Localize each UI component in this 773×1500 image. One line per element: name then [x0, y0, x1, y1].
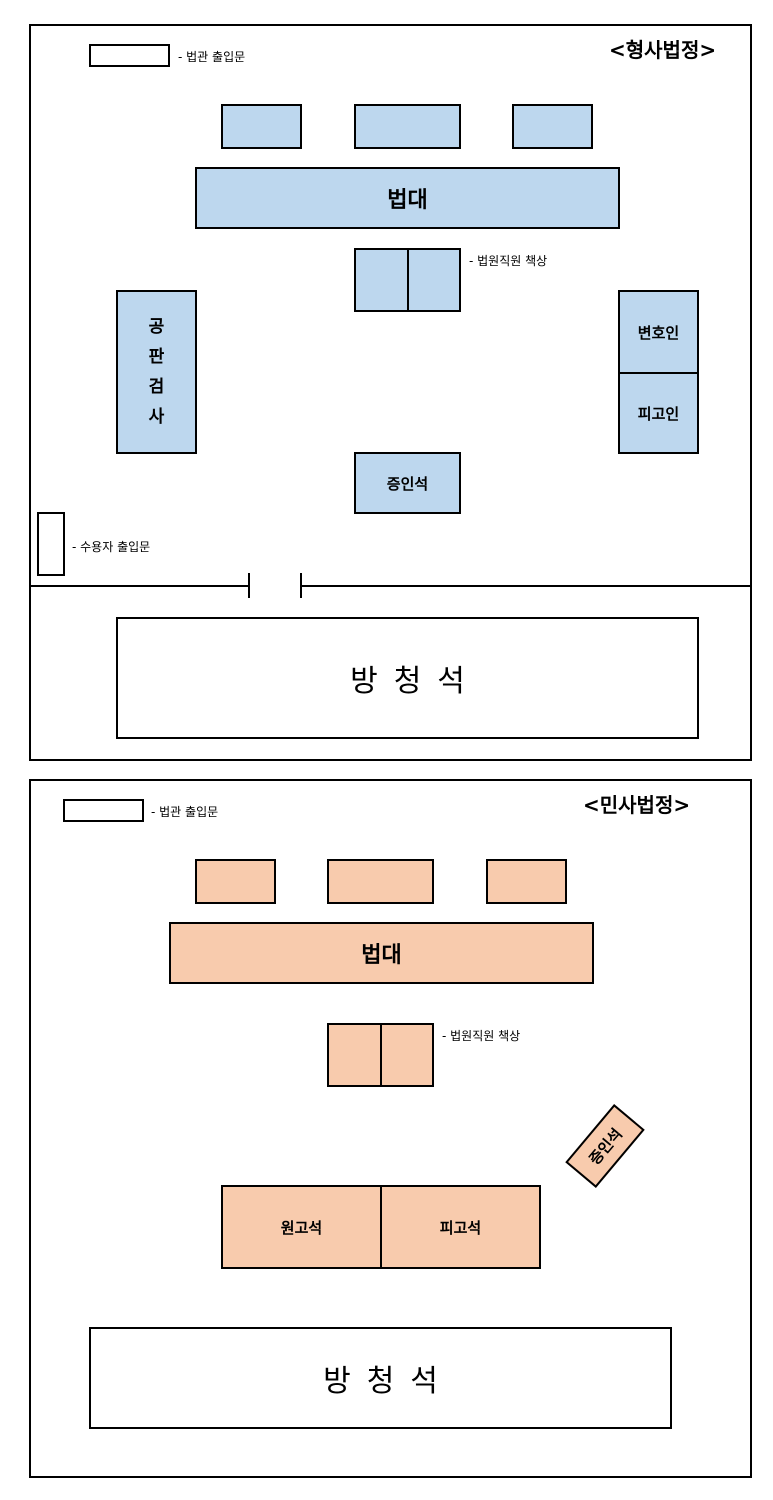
- judge-seat-center: [354, 104, 461, 149]
- judge-door-note: - 법관 출입문: [151, 805, 219, 819]
- prosecutor-char: 공: [148, 317, 165, 337]
- plaintiff-seat: 원고석: [221, 1185, 382, 1269]
- defendant-seat: 피고석: [380, 1185, 541, 1269]
- clerk-desk-divider: [407, 250, 409, 310]
- gallery-char: 방: [323, 1364, 351, 1399]
- witness-stand: 증인석: [354, 452, 461, 514]
- clerk-desk: [327, 1023, 434, 1087]
- judge-seat-center: [327, 859, 434, 904]
- bar-railing-right: [300, 585, 752, 587]
- gallery-char: 방: [350, 664, 378, 699]
- prosecutor-char: 사: [148, 407, 165, 427]
- clerk-desk-note: - 법원직원 책상: [442, 1029, 521, 1043]
- prosecutor-char: 판: [148, 347, 165, 367]
- gallery-seating: 방 청 석: [116, 617, 699, 739]
- gallery-char: 석: [437, 664, 465, 699]
- bar-gate-post-left: [248, 573, 250, 598]
- criminal-courtroom-title: <형사법정>: [609, 38, 717, 62]
- inmate-door: [37, 512, 65, 576]
- judge-door: [63, 799, 144, 822]
- judge-seat-right: [486, 859, 567, 904]
- gallery-char: 청: [366, 1364, 395, 1399]
- prosecutor-seat: 공 판 검 사: [116, 290, 197, 454]
- prosecutor-char: 검: [148, 377, 165, 397]
- bench: 법대: [195, 167, 620, 229]
- clerk-desk-divider: [380, 1025, 382, 1085]
- bar-railing-left: [29, 585, 249, 587]
- judge-seat-left: [221, 104, 302, 149]
- judge-seat-left: [195, 859, 276, 904]
- judge-door-note: - 법관 출입문: [178, 50, 246, 64]
- civil-courtroom-title: <민사법정>: [583, 793, 691, 817]
- judge-seat-right: [512, 104, 593, 149]
- inmate-door-note: - 수용자 출입문: [72, 540, 151, 554]
- clerk-desk-note: - 법원직원 책상: [469, 254, 548, 268]
- clerk-desk: [354, 248, 461, 312]
- gallery-char: 석: [410, 1364, 438, 1399]
- defense-counsel-seat: 변호인: [618, 290, 699, 374]
- gallery-char: 청: [393, 664, 422, 699]
- gallery-seating: 방 청 석: [89, 1327, 672, 1429]
- bench: 법대: [169, 922, 594, 984]
- defendant-seat: 피고인: [618, 372, 699, 454]
- judge-door: [89, 44, 170, 67]
